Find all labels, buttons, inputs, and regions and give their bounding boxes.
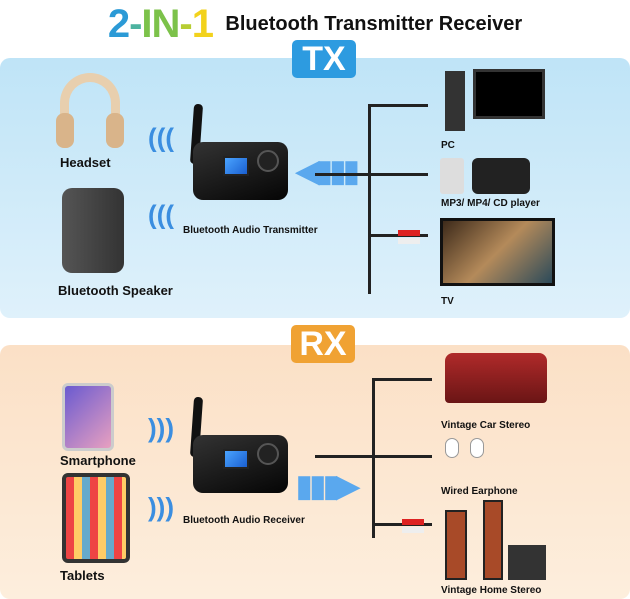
home-stereo-speaker-icon [483,500,503,580]
transmitter-label: Bluetooth Audio Transmitter [183,225,318,236]
cable [372,378,375,538]
earphone-label: Wired Earphone [441,486,518,497]
tx-panel: Headset Bluetooth Speaker ))) ))) Blueto… [0,58,630,318]
rx-badge: RX [291,325,355,363]
earphone-icon [470,438,484,458]
home-stereo-label: Vintage Home Stereo [441,585,542,596]
cd-player-icon [472,158,530,194]
tablet-icon [62,473,130,563]
title-2: 2 [107,2,130,46]
earphone-icon [445,438,459,458]
tv-label: TV [441,296,454,307]
tablet-label: Tablets [60,568,105,583]
receiver-device-icon [193,435,288,493]
pc-tower-icon [445,71,465,131]
wireless-wave-icon: ))) [148,492,174,522]
speaker-label: Bluetooth Speaker [58,283,173,298]
transmitter-device-icon [193,142,288,200]
wireless-wave-icon: ))) [148,413,174,443]
mp3-label: MP3/ MP4/ CD player [441,198,540,209]
headset-icon [56,113,74,148]
wireless-wave-icon: ))) [148,127,174,157]
rca-plug-icon [398,230,420,236]
cable [315,455,432,458]
pc-monitor-icon [473,69,545,119]
rca-plug-icon [398,238,420,244]
car-icon [445,353,547,403]
rca-plug-icon [402,527,424,533]
title-dash: - [129,2,142,46]
title-dash: - [179,2,192,46]
arrow-left-icon: ◀▮▮▮ [296,155,360,188]
arrow-right-icon: ▮▮▮▶ [296,470,360,503]
title-1: 1 [191,2,214,46]
tx-badge: TX [292,40,356,78]
tv-icon [440,218,555,286]
home-stereo-unit-icon [508,545,546,580]
page-title: 2-IN-1 Bluetooth Transmitter Receiver [0,2,630,47]
headset-icon [106,113,124,148]
smartphone-icon [62,383,114,451]
title-text: Bluetooth Transmitter Receiver [225,13,523,35]
headset-icon [60,73,120,143]
rca-plug-icon [402,519,424,525]
headset-label: Headset [60,155,111,170]
smartphone-label: Smartphone [60,453,136,468]
cable [372,378,432,381]
cable [368,104,371,294]
title-in: IN [141,2,180,46]
mp3-player-icon [440,158,464,194]
cable [315,173,428,176]
car-stereo-label: Vintage Car Stereo [441,420,531,431]
pc-label: PC [441,140,455,151]
receiver-label: Bluetooth Audio Receiver [183,515,305,526]
rx-panel: Smartphone Tablets ))) ))) Bluetooth Aud… [0,345,630,599]
wireless-wave-icon: ))) [148,204,174,234]
cable [368,104,428,107]
speaker-icon [62,188,124,273]
home-stereo-speaker-icon [445,510,467,580]
